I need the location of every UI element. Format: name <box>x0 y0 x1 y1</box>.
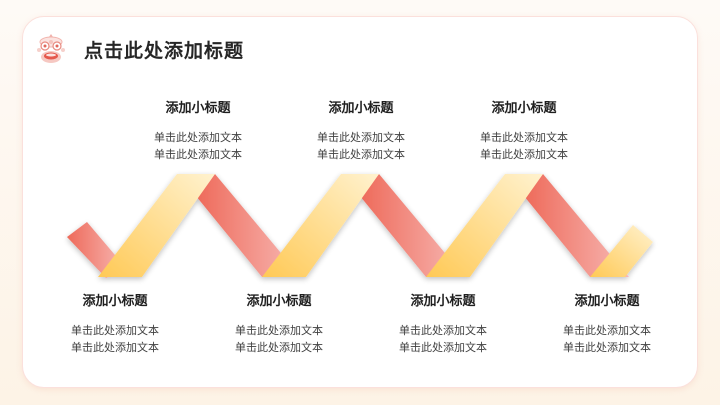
item-text-line: 单击此处添加文本 <box>235 324 323 337</box>
item-text-line: 单击此处添加文本 <box>235 341 323 354</box>
item-text-line: 单击此处添加文本 <box>563 324 651 337</box>
top-item-1[interactable]: 添加小标题 单击此处添加文本 单击此处添加文本 <box>128 101 268 163</box>
bottom-item-2[interactable]: 添加小标题 单击此处添加文本 单击此处添加文本 <box>209 294 349 356</box>
item-text-line: 单击此处添加文本 <box>71 341 159 354</box>
item-title: 添加小标题 <box>246 294 312 309</box>
item-title: 添加小标题 <box>328 101 394 116</box>
page-title[interactable]: 点击此处添加标题 <box>84 40 245 62</box>
bottom-item-1[interactable]: 添加小标题 单击此处添加文本 单击此处添加文本 <box>45 294 185 356</box>
item-text-line: 单击此处添加文本 <box>317 148 405 161</box>
item-text-line: 单击此处添加文本 <box>480 148 568 161</box>
item-text-line: 单击此处添加文本 <box>317 131 405 144</box>
top-item-3[interactable]: 添加小标题 单击此处添加文本 单击此处添加文本 <box>454 101 594 163</box>
bottom-item-4[interactable]: 添加小标题 单击此处添加文本 单击此处添加文本 <box>537 294 677 356</box>
item-text-line: 单击此处添加文本 <box>154 148 242 161</box>
item-title: 添加小标题 <box>410 294 476 309</box>
item-title: 添加小标题 <box>574 294 640 309</box>
content-card <box>22 16 698 388</box>
item-text-line: 单击此处添加文本 <box>399 341 487 354</box>
lion-dance-head-icon <box>37 34 65 63</box>
item-title: 添加小标题 <box>82 294 148 309</box>
item-text-line: 单击此处添加文本 <box>480 131 568 144</box>
item-text-line: 单击此处添加文本 <box>154 131 242 144</box>
bottom-item-3[interactable]: 添加小标题 单击此处添加文本 单击此处添加文本 <box>373 294 513 356</box>
item-title: 添加小标题 <box>165 101 231 116</box>
item-text-line: 单击此处添加文本 <box>563 341 651 354</box>
top-item-2[interactable]: 添加小标题 单击此处添加文本 单击此处添加文本 <box>291 101 431 163</box>
item-text-line: 单击此处添加文本 <box>399 324 487 337</box>
item-title: 添加小标题 <box>491 101 557 116</box>
item-text-line: 单击此处添加文本 <box>71 324 159 337</box>
